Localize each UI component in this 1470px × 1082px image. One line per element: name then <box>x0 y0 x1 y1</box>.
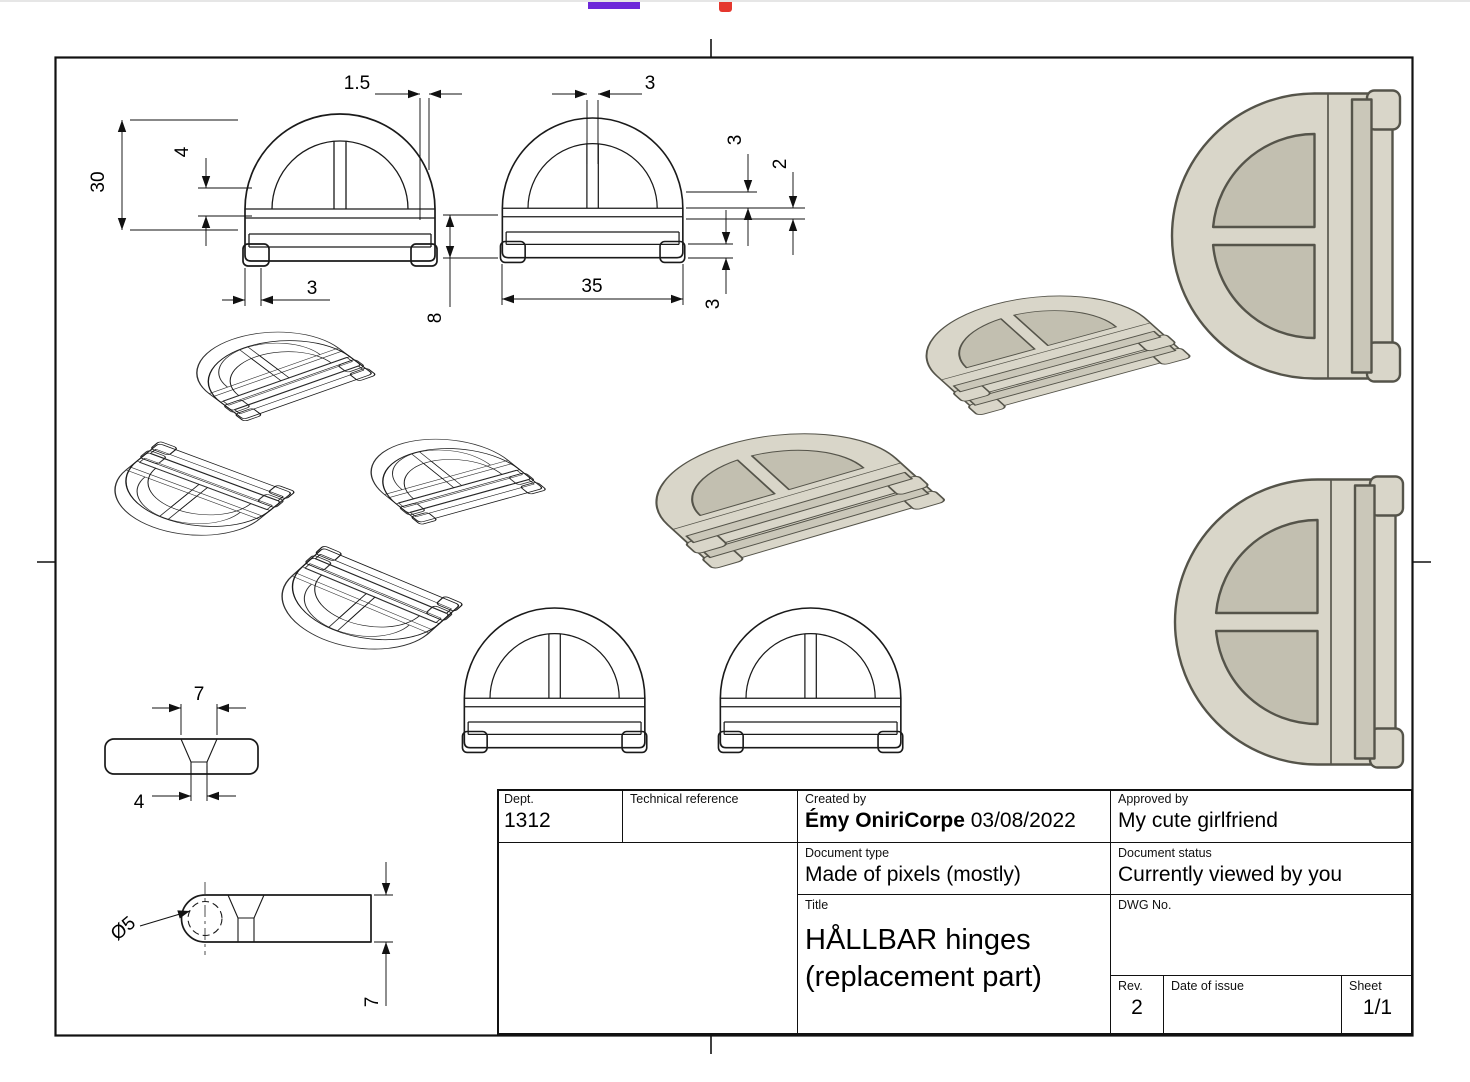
approved-by-label: Approved by <box>1118 792 1189 806</box>
title-block-technical-reference: Technical reference <box>622 789 797 842</box>
dim-3-right: 3 <box>725 135 746 146</box>
browser-artifact-red <box>719 2 732 12</box>
document-status-value: Currently viewed by you <box>1118 863 1343 887</box>
title-block: Dept. 1312 Technical reference Created b… <box>497 789 1413 1035</box>
dept-value: 1312 <box>504 809 551 833</box>
drawing-title-line1: HÅLLBAR hinges <box>805 924 1031 957</box>
dim-3-base: 3 <box>703 299 724 310</box>
sheet-label: Sheet <box>1349 979 1382 993</box>
rev-value: 2 <box>1131 996 1143 1020</box>
front-view-left <box>242 113 438 267</box>
title-block-rev: Rev. 2 <box>1110 975 1163 1035</box>
dim-2-right: 2 <box>770 159 791 170</box>
dwg-no-label: DWG No. <box>1118 898 1172 912</box>
author-name: Émy OniriCorpe <box>805 809 965 833</box>
title-block-sheet: Sheet 1/1 <box>1341 975 1413 1035</box>
title-block-title: Title HÅLLBAR hinges (replacement part) <box>797 894 1110 1035</box>
render-flat-top <box>1170 89 1402 383</box>
document-type-value: Made of pixels (mostly) <box>805 863 1021 887</box>
document-status-label: Document status <box>1118 846 1212 860</box>
approved-by-value: My cute girlfriend <box>1118 809 1278 833</box>
created-by-label: Created by <box>805 792 867 806</box>
centering-marks <box>37 39 1431 1054</box>
dim-3-bottom: 3 <box>307 278 318 299</box>
title-block-empty-cell <box>497 842 797 1035</box>
iso-wireframe-1 <box>165 315 377 423</box>
title-block-date-of-issue: Date of issue <box>1163 975 1341 1035</box>
drawing-title: HÅLLBAR hinges (replacement part) <box>805 922 1103 996</box>
title-label: Title <box>805 898 829 912</box>
iso-wireframe-3 <box>339 425 548 526</box>
dim-1-5: 1.5 <box>344 73 370 94</box>
sheet-value: 1/1 <box>1362 996 1393 1020</box>
dim-4-notch: 4 <box>134 792 145 813</box>
dim-hole-dia: Ø5 <box>107 913 140 945</box>
title-block-created-by: Created by Émy OniriCorpe 03/08/2022 <box>797 789 1110 842</box>
rev-label: Rev. <box>1118 979 1143 993</box>
title-block-approved-by: Approved by My cute girlfriend <box>1110 789 1413 842</box>
created-by-value: Émy OniriCorpe 03/08/2022 <box>805 809 1103 833</box>
front-view-right <box>499 117 686 264</box>
front-view-small-right <box>717 607 904 754</box>
dim-30: 30 <box>88 171 109 192</box>
dim-3-spoke: 3 <box>645 73 656 94</box>
iso-wireframe-4 <box>251 544 465 669</box>
iso-wireframe-2 <box>84 440 297 553</box>
render-flat-bottom <box>1173 475 1405 769</box>
title-block-dept: Dept. 1312 <box>497 789 622 842</box>
front-view-small-left <box>461 607 648 754</box>
render-iso-left <box>612 409 948 571</box>
title-block-document-status: Document status Currently viewed by you <box>1110 842 1413 894</box>
dim-7-thickness: 7 <box>362 997 383 1008</box>
technical-reference-label: Technical reference <box>630 792 739 806</box>
front-view-right-dims: 3 3 2 35 3 8 <box>425 73 805 323</box>
title-block-document-type: Document type Made of pixels (mostly) <box>797 842 1110 894</box>
front-view-left-dims: 1.5 30 4 3 <box>88 73 462 306</box>
plate-top-view: 7 4 <box>104 684 259 813</box>
render-iso-right <box>886 274 1193 417</box>
plate-side-view: Ø5 7 <box>107 862 393 1007</box>
creation-date: 03/08/2022 <box>964 809 1076 833</box>
drawing-frame <box>54 56 1414 1037</box>
dim-7-notch: 7 <box>194 684 205 705</box>
drawing-title-line2: (replacement part) <box>805 961 1042 994</box>
title-block-dwg-no: DWG No. <box>1110 894 1413 975</box>
document-type-label: Document type <box>805 846 890 860</box>
dim-35: 35 <box>581 276 602 297</box>
date-of-issue-label: Date of issue <box>1171 979 1244 993</box>
dim-8: 8 <box>425 313 446 324</box>
dept-label: Dept. <box>504 792 534 806</box>
browser-artifact-purple <box>588 2 640 9</box>
dim-4: 4 <box>172 146 193 157</box>
